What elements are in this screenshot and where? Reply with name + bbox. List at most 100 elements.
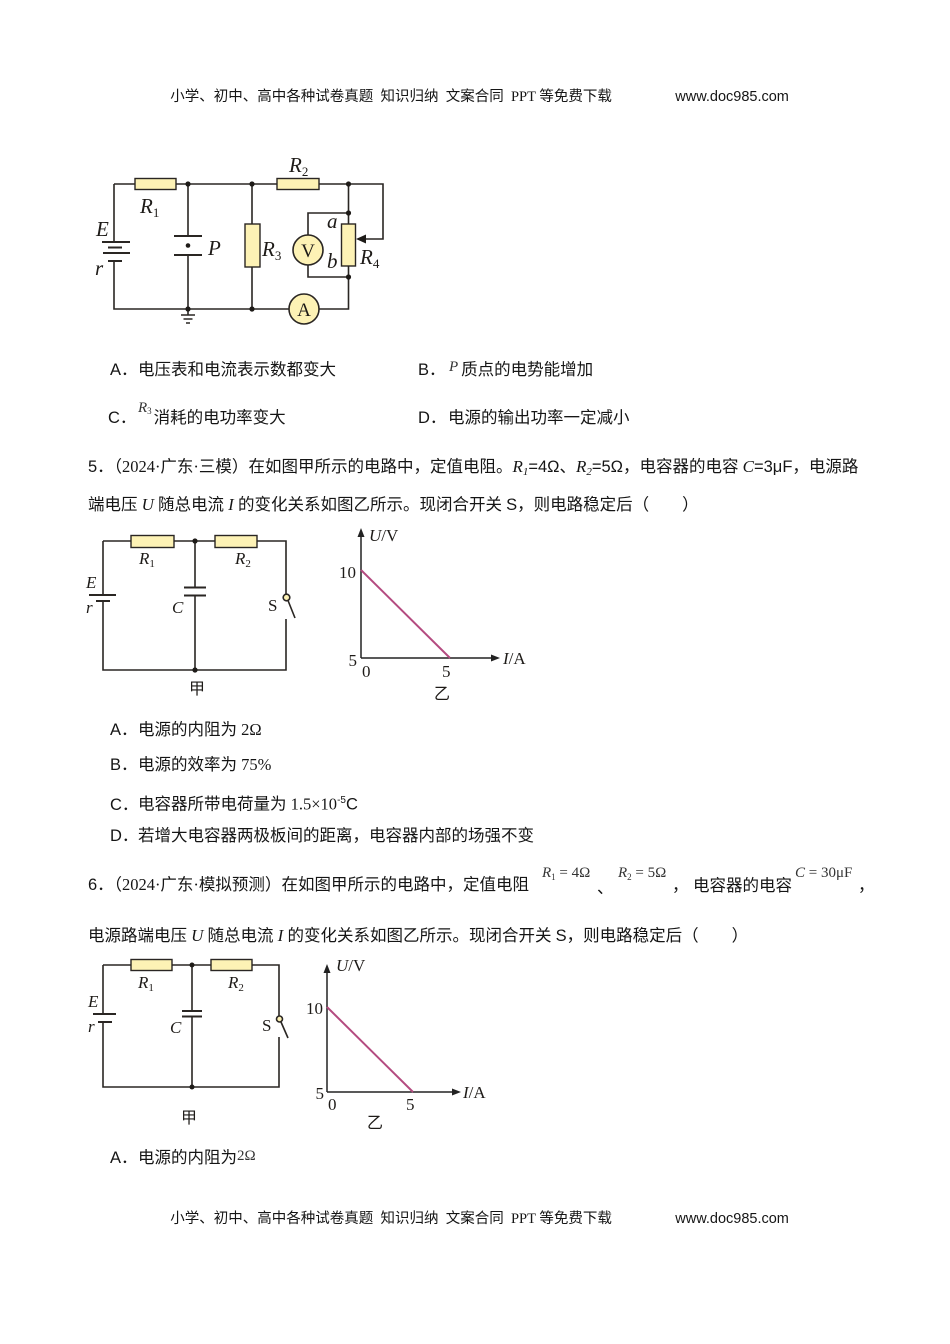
wires (113, 183, 384, 315)
option-text: 电源的内阻为 2Ω (138, 720, 262, 739)
x-axis-label: I/A (502, 649, 526, 668)
junction-dots (185, 181, 352, 312)
label-r2: R2 (234, 549, 251, 570)
switch-lever-icon (280, 1021, 289, 1039)
battery-icon (89, 594, 116, 602)
label-b: b (327, 249, 338, 273)
math-r2: R2 (575, 457, 592, 478)
resistor-r2 (210, 958, 253, 972)
q6-ui-graph: U/V 10 5 0 5 I/A 乙 (306, 956, 486, 1132)
label-p: P (207, 236, 221, 260)
header-site: www.doc985.com (675, 89, 789, 105)
x-tick-0: 0 (328, 1095, 337, 1114)
q4-circuit-diagram: E r R1 P R2 R3 a b R4 V A (95, 153, 384, 325)
math-i: I (277, 926, 284, 945)
switch-lever-icon (287, 600, 296, 619)
x-tick-0: 0 (362, 662, 371, 681)
footer-slogan: 小学、初中、高中各种试卷真题 知识归纳 文案合同 PPT 等免费下载 (170, 1211, 612, 1227)
data-line (360, 569, 451, 659)
stem-text: 电源路端电压 (88, 926, 192, 945)
stem-text: 电容器的电容 (693, 876, 792, 895)
option-text: 电源的内阻为 (138, 1148, 237, 1167)
math-u: U (141, 495, 154, 514)
option-letter: A． (110, 361, 138, 379)
option-letter: A． (110, 1149, 138, 1167)
q4-option-d: D．电源的输出功率一定减小 (418, 408, 630, 428)
axes (326, 970, 455, 1093)
option-text: 消耗的电功率变大 (153, 408, 286, 427)
stem-text: 在如图甲所示的电路中，定值电阻。 (248, 457, 513, 476)
option-text: 电源的效率为 75% (138, 755, 272, 774)
q5-option-d: D．若增大电容器两极板间的距离，电容器内部的场强不变 (110, 826, 534, 846)
x-tick-5: 5 (442, 662, 451, 681)
question-number: 6． (88, 876, 114, 894)
stem-text: 在如图甲所示的电路中，定值电阻 (281, 875, 529, 894)
slider-arrow-icon (356, 234, 366, 244)
label-r2: R2 (288, 153, 308, 179)
junction-dot (189, 962, 195, 968)
q5-stem-line-1: 5．（2024·广东·三模）在如图甲所示的电路中，定值电阻。R1=4Ω、R2=5… (88, 457, 858, 478)
figure-caption: 乙 (434, 686, 450, 703)
stem-text: 端电压 (88, 495, 142, 514)
voltmeter-label: V (301, 241, 315, 262)
stem-text: 随总电流 (153, 495, 229, 514)
switch-symbol: S (555, 927, 567, 945)
y-axis-arrow-icon (323, 964, 331, 973)
junction-dot (189, 1084, 195, 1090)
question-source: （2024·广东·模拟预测） (113, 875, 282, 894)
label-r: r (95, 256, 104, 280)
stem-text: 电容器的电容 (639, 457, 743, 476)
rheostat-r4 (340, 223, 357, 267)
wires (102, 964, 280, 1088)
resistor-r1 (134, 177, 177, 191)
label-e: E (87, 992, 99, 1011)
option-unit: C (345, 795, 358, 814)
q4-option-a: A．电压表和电流表示数都变大 (110, 360, 336, 380)
label-r: r (88, 1017, 95, 1036)
label-s: S (268, 596, 277, 615)
separator: ， (672, 876, 689, 895)
option-text: 电容器所带电荷量为 1.5×10 (138, 794, 338, 814)
r2-value: =5Ω， (591, 458, 640, 476)
wires (102, 540, 287, 671)
switch-pivot-icon (275, 1015, 284, 1023)
voltmeter-icon (292, 234, 324, 266)
footer-site: www.doc985.com (675, 1211, 789, 1227)
switch-symbol: S (506, 496, 518, 514)
q5-circuit-diagram: E r R1 R2 C S 甲 (85, 534, 296, 698)
formula-r2: R2 = 5Ω (618, 865, 667, 882)
q6-option-a: A．电源的内阻为2Ω (110, 1148, 256, 1168)
math-r1: R1 (512, 457, 529, 478)
option-letter: D． (418, 409, 447, 427)
label-r3: R3 (261, 237, 281, 263)
option-math: R3 (138, 400, 152, 416)
question-number: 5． (88, 458, 114, 476)
label-r1: R1 (138, 549, 155, 570)
option-text: 电源的输出功率一定减小 (448, 408, 630, 427)
axes (360, 534, 494, 659)
label-s: S (262, 1016, 271, 1035)
q6-stem-line-1: 6．（2024·广东·模拟预测）在如图甲所示的电路中，定值电阻 (88, 875, 529, 895)
label-e: E (95, 217, 109, 241)
y-tick-5: 5 (316, 1084, 325, 1103)
resistor-r2 (214, 534, 258, 549)
page-header-site: www.doc985.com (668, 70, 789, 105)
page-footer: 小学、初中、高中各种试卷真题 知识归纳 文案合同 PPT 等免费下载 (163, 1192, 612, 1227)
option-letter: B． (110, 756, 138, 774)
label-r1: R1 (137, 973, 154, 994)
q5-ui-graph: U/V 10 5 0 5 I/A 乙 (339, 526, 526, 703)
label-e: E (85, 573, 97, 592)
y-tick-10: 10 (339, 563, 356, 582)
y-tick-10: 10 (306, 999, 323, 1018)
option-math: P (449, 359, 459, 375)
junction-dot (192, 667, 198, 673)
math-c: C (742, 457, 754, 476)
page-header: 小学、初中、高中各种试卷真题 知识归纳 文案合同 PPT 等免费下载 (163, 70, 612, 105)
math-i: I (228, 495, 234, 514)
option-math: 2Ω (237, 1148, 256, 1164)
option-text: 质点的电势能增加 (461, 360, 594, 379)
capacitor-icon (184, 586, 206, 597)
q5-option-c: C．电容器所带电荷量为 1.5×10-5C (110, 791, 358, 814)
